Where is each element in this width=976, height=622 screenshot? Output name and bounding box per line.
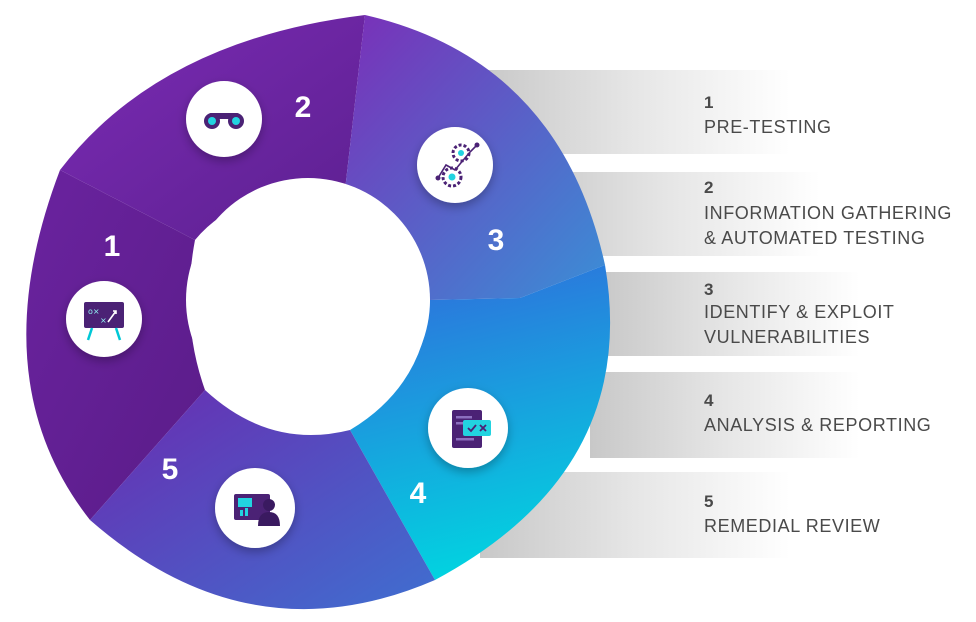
legend-number-2: 2 [704,178,714,197]
gears-network-icon [435,142,480,188]
legend-number-4: 4 [704,391,714,410]
segment-number-5: 5 [162,453,179,486]
legend-label-3b: VULNERABILITIES [704,327,871,347]
legend-label-4: ANALYSIS & REPORTING [704,415,932,435]
svg-text:×: × [100,316,107,325]
svg-text:o×: o× [88,307,100,316]
legend-label-5: REMEDIAL REVIEW [704,516,881,536]
strategy-board-icon: o× × [84,302,124,341]
segment-number-4: 4 [410,477,427,510]
badge-3 [417,127,493,203]
legend-number-1: 1 [704,93,714,112]
legend-band-3 [600,272,860,356]
segment-number-3: 3 [488,224,505,257]
legend-label-3a: IDENTIFY & EXPLOIT [704,302,895,322]
donut-hole [186,178,430,422]
segment-number-1: 1 [104,230,121,263]
legend-label-2a: INFORMATION GATHERING [704,203,952,223]
legend-number-5: 5 [704,492,714,511]
legend-number-3: 3 [704,280,714,299]
report-check-icon [452,410,491,448]
legend-band-4 [590,372,860,458]
legend-label-2b: & AUTOMATED TESTING [704,228,926,248]
presentation-icon [234,494,280,526]
binoculars-icon [204,113,244,129]
segment-number-2: 2 [295,91,312,124]
legend-label-1: PRE-TESTING [704,117,832,137]
